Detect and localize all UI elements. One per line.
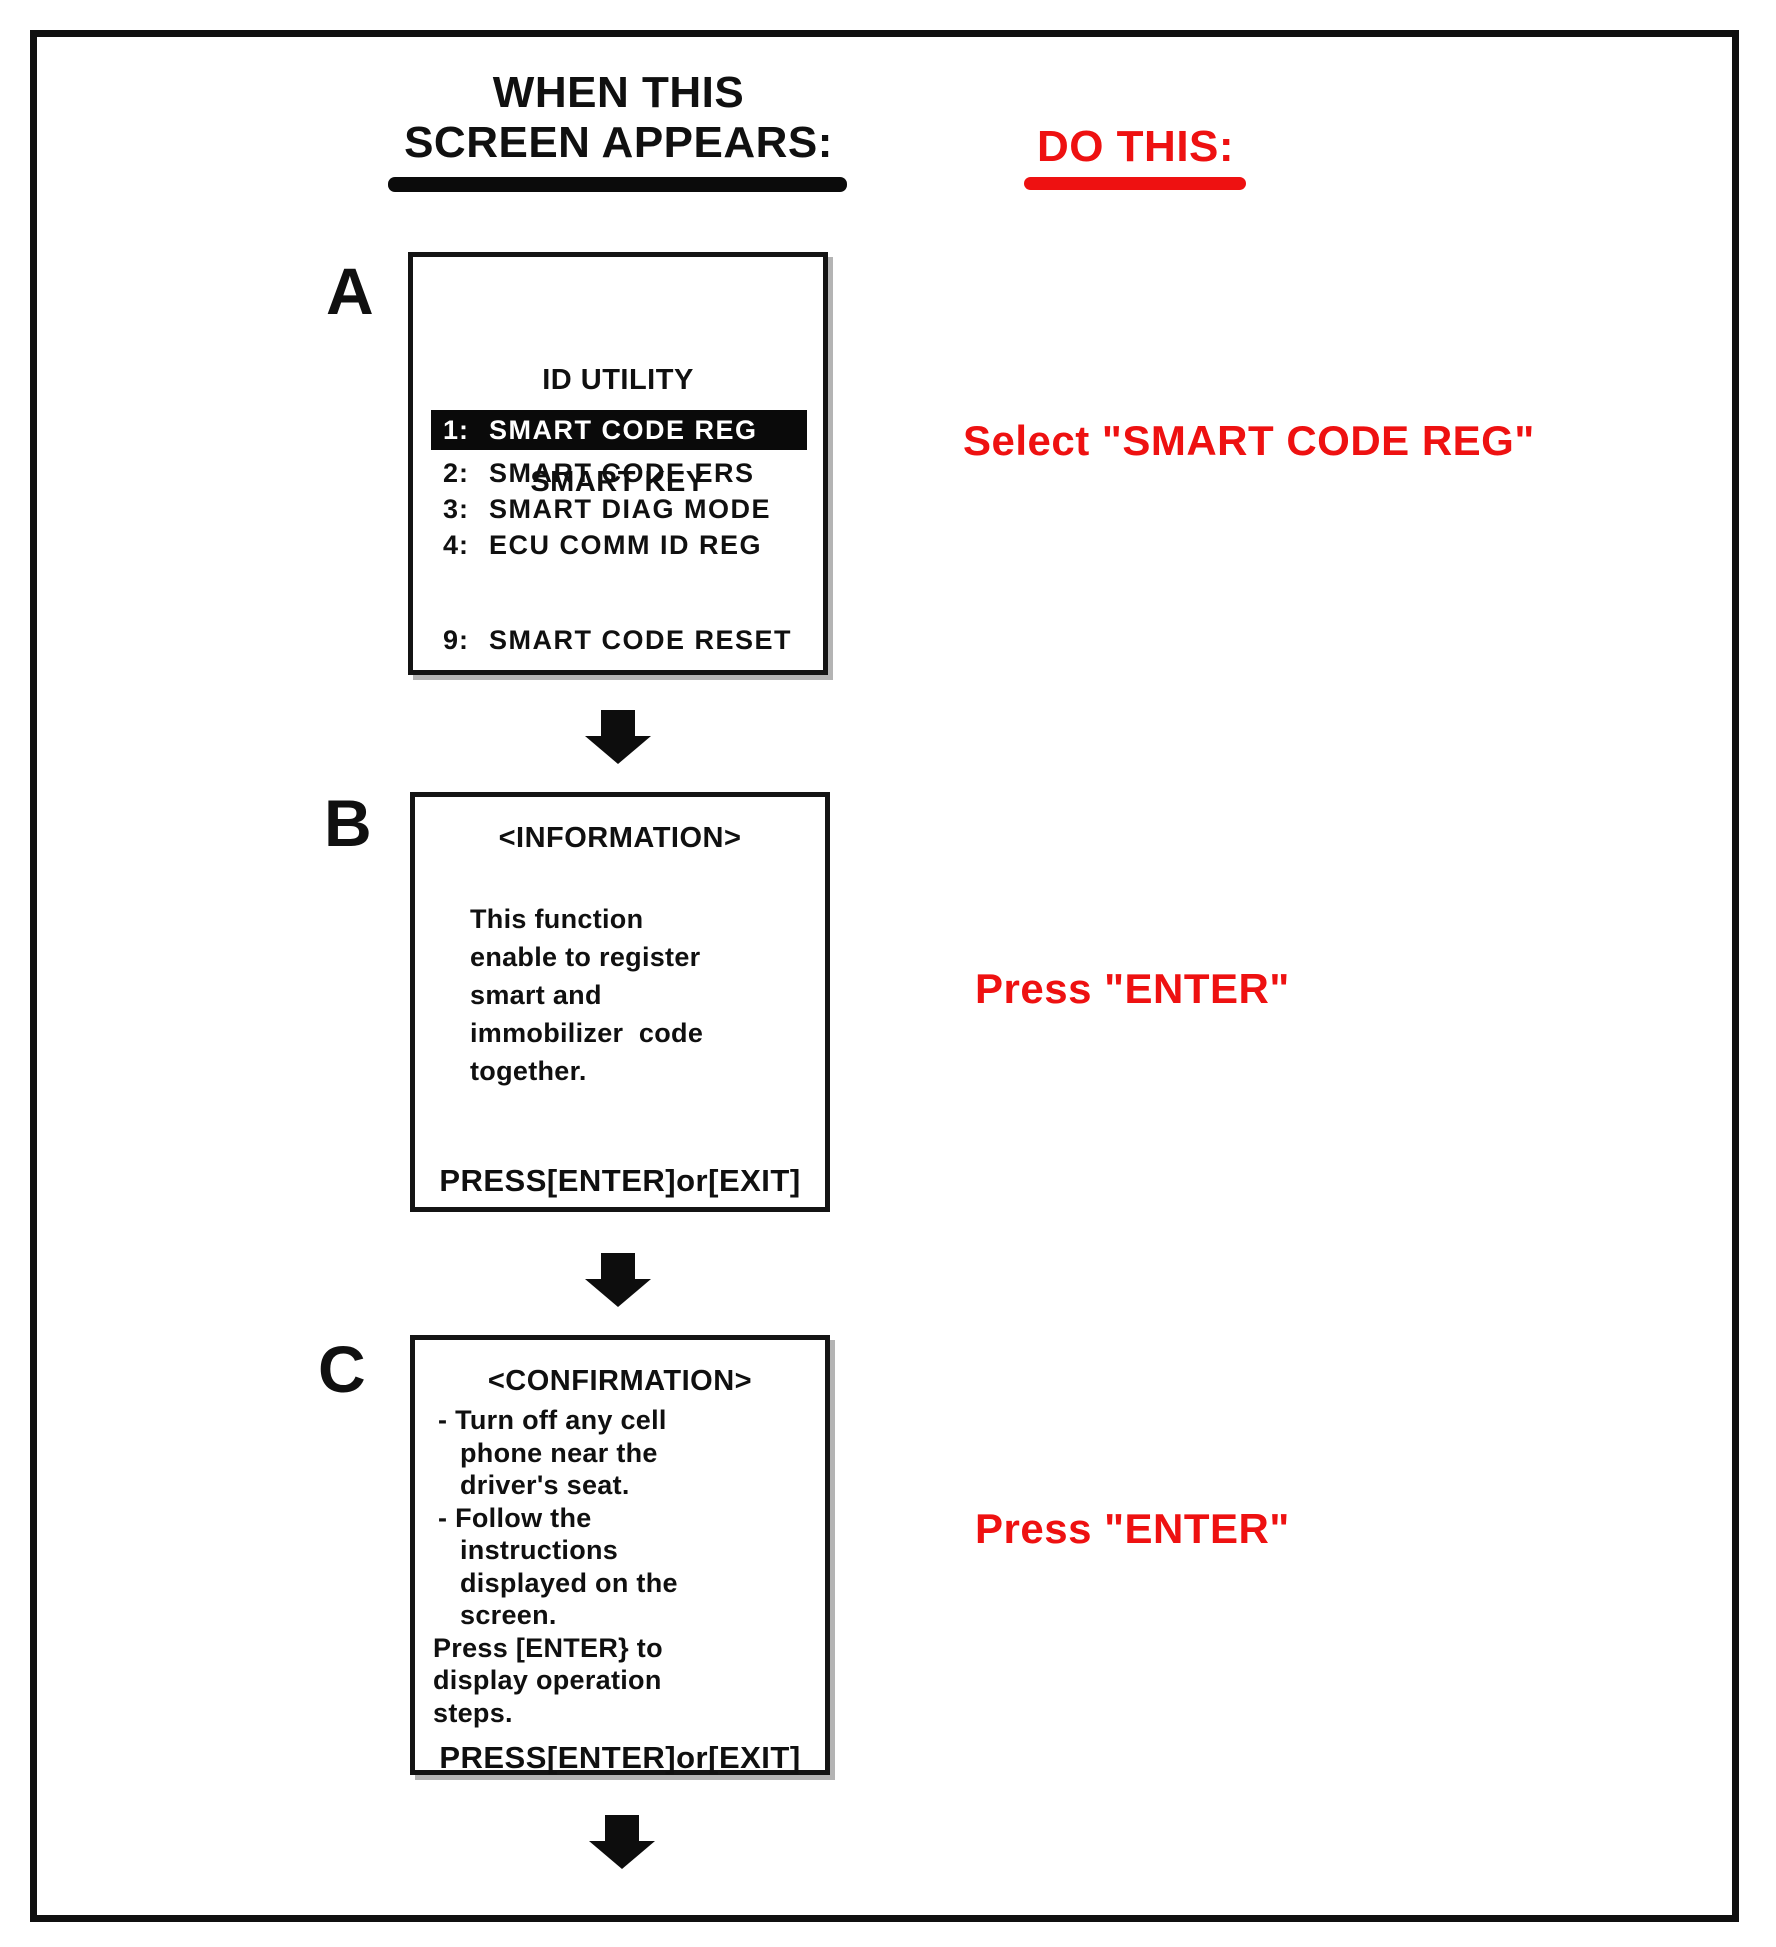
arrow-head [585,1279,651,1307]
menu-item-ecu-comm-id-reg: 4: ECU COMM ID REG [431,527,807,563]
screen-c-body: - Turn off any cell phone near the drive… [433,1404,678,1729]
body-line: display operation [433,1665,662,1695]
menu-item-number: 3: [443,493,470,524]
arrow-head [585,736,651,764]
column-header-screens: WHEN THIS SCREEN APPEARS: [390,68,847,168]
screen-a-title-line2: SMART KEY [530,466,706,498]
instruction-c: Press "ENTER" [975,1505,1290,1552]
body-line: smart and [470,980,602,1010]
body-line: immobilizer code [470,1018,704,1048]
body-line: phone near the [460,1437,658,1468]
arrow-down-icon [585,1253,651,1307]
arrow-down-icon [589,1815,655,1869]
step-label-a: A [326,254,374,328]
arrow-down-icon [585,710,651,764]
header-underline-red [1024,177,1246,190]
body-line: - Follow the [438,1502,592,1533]
header-line-2: SCREEN APPEARS: [404,118,833,167]
menu-item-label: ECU COMM ID REG [489,529,763,560]
header-line-1: WHEN THIS [492,68,745,117]
column-header-do-this: DO THIS: [1036,122,1235,171]
menu-item-smart-code-reg: 1: SMART CODE REG [431,410,807,450]
arrow-stem [601,1253,635,1279]
instruction-b: Press "ENTER" [975,965,1290,1012]
arrow-stem [601,710,635,736]
arrow-stem [605,1815,639,1841]
screen-a-title: ID UTILITY SMART KEY [413,295,823,567]
body-line: enable to register [470,942,701,972]
menu-item-smart-code-ers: 2: SMART CODE ERS [431,455,807,491]
arrow-head [589,1841,655,1869]
screen-a-title-line1: ID UTILITY [542,364,694,396]
step-label-b: B [324,786,372,860]
body-line: screen. [460,1600,557,1630]
screen-b-footer: PRESS[ENTER]or[EXIT] [439,1163,801,1198]
menu-item-label: SMART CODE RESET [489,624,793,655]
screen-b-title: <INFORMATION> [498,822,742,854]
body-line: steps. [433,1697,513,1728]
instruction-a: Select "SMART CODE REG" [963,417,1535,464]
menu-item-number: 1: [443,414,470,445]
menu-item-number: 2: [443,457,470,488]
screen-c-footer: PRESS[ENTER]or[EXIT] [439,1740,801,1775]
body-line: This function [470,904,644,934]
body-line: Press [ENTER} to [433,1632,663,1663]
screen-b-body: This function enable to register smart a… [470,900,703,1090]
menu-item-smart-diag-mode: 3: SMART DIAG MODE [431,491,807,527]
step-label-c: C [318,1332,366,1406]
screen-b-information: <INFORMATION> This function enable to re… [410,792,830,1212]
body-line: displayed on the [460,1567,678,1598]
menu-item-number: 9: [443,624,470,655]
body-line: - Turn off any cell [438,1405,667,1435]
body-line: driver's seat. [460,1470,630,1500]
menu-item-smart-code-reset: 9: SMART CODE RESET [431,622,807,658]
screen-a-id-utility: ID UTILITY SMART KEY 1: SMART CODE REG 2:… [408,252,828,675]
menu-item-label: SMART DIAG MODE [489,493,771,524]
body-line: instructions [460,1535,619,1565]
screen-c-title: <CONFIRMATION> [487,1365,753,1397]
page-border-frame [30,30,1739,1922]
menu-item-label: SMART CODE REG [489,414,758,445]
body-line: together. [470,1056,587,1086]
menu-item-label: SMART CODE ERS [489,457,755,488]
header-underline-black [388,177,847,192]
menu-item-number: 4: [443,529,470,560]
screen-c-confirmation: <CONFIRMATION> - Turn off any cell phone… [410,1335,830,1775]
